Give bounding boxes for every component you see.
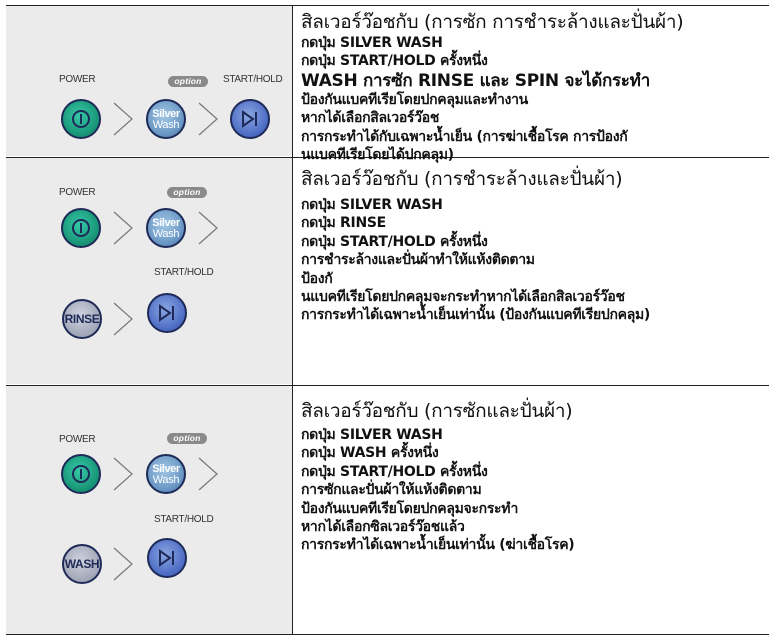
row-3-title: สิลเวอร์ว๊อชกับ (การซักและปั่นผ้า) xyxy=(301,400,573,422)
chevron-right-icon xyxy=(113,457,133,491)
row-2-steps: กดปุ่ม SILVER WASH กดปุ่ม RINSE กดปุ่ม S… xyxy=(301,196,650,325)
start-hold-button[interactable] xyxy=(230,99,270,139)
table-bottom-border xyxy=(6,634,769,635)
silver-wash-button[interactable]: Silver Wash xyxy=(146,454,186,494)
chevron-right-icon xyxy=(198,211,218,245)
step-line: กดปุ่ม SILVER WASH xyxy=(301,197,443,213)
option-badge: option xyxy=(167,433,207,444)
step-line: การกระทำได้กับเฉพาะน้ำเย็น (การฆ่าเชื้อโ… xyxy=(301,128,628,145)
instruction-table: POWER option START/HOLD Silver Wash P xyxy=(6,5,769,635)
row-1-steps: กดปุ่ม SILVER WASH กดปุ่ม START/HOLD ครั… xyxy=(301,34,650,164)
table-top-border xyxy=(6,5,769,6)
row-3-steps: กดปุ่ม SILVER WASH กดปุ่ม WASH ครั้งหนึ่… xyxy=(301,426,575,555)
step-line: นแบคทีเรียโดยปกคลุมจะกระทำหากได้เลือกสิล… xyxy=(301,289,625,306)
start-hold-label: START/HOLD xyxy=(154,514,214,525)
power-button[interactable] xyxy=(61,454,101,494)
power-label: POWER xyxy=(59,74,96,85)
start-hold-button[interactable] xyxy=(147,538,187,578)
silver-wash-label-line1: Silver xyxy=(152,462,180,475)
silver-wash-button[interactable]: Silver Wash xyxy=(146,208,186,248)
start-pause-icon xyxy=(242,110,257,128)
row-3-instructions: สิลเวอร์ว๊อชกับ (การซักและปั่นผ้า) กดปุ่… xyxy=(293,386,769,634)
step-line: กดปุ่ม SILVER WASH xyxy=(301,35,443,51)
start-hold-label: START/HOLD xyxy=(223,74,283,85)
step-line: หากได้เลือกซิลเวอร์ว๊อชแล้ว xyxy=(301,519,465,536)
power-icon xyxy=(72,465,90,483)
power-label: POWER xyxy=(59,187,96,198)
chevron-right-icon xyxy=(113,547,133,581)
option-badge: option xyxy=(168,76,208,87)
step-line: กดปุ่ม START/HOLD ครั้งหนึ่ง xyxy=(301,463,488,480)
step-line: การซักและปั่นผ้าให้แห้งติดตาม xyxy=(301,482,482,499)
step-line: การกระทำได้เฉพาะน้ำเย็นเท่านั้น (ฆ่าเชื้… xyxy=(301,537,575,554)
row-2-title: สิลเวอร์ว๊อชกับ (การชำระล้างและปั่นผ้า) xyxy=(301,168,623,190)
step-line: กดปุ่ม WASH ครั้งหนึ่ง xyxy=(301,445,439,462)
step-line: นแบคทีเรียโดยได้ปกคลุม) xyxy=(301,147,454,164)
step-line: ป้องกันแบคทีเรียโดยปกคลุมจะกระทำ xyxy=(301,500,519,517)
step-line: การชำระล้างและปั่นผ้าทำให้แห้งติดตาม xyxy=(301,252,535,269)
start-hold-label: START/HOLD xyxy=(154,267,214,278)
step-line: ป้องกั xyxy=(301,270,333,287)
wash-button[interactable]: WASH xyxy=(62,544,102,584)
silver-wash-label-line1: Silver xyxy=(152,216,180,229)
row-divider-2 xyxy=(6,385,769,386)
row-3-illustration-panel xyxy=(6,386,292,634)
power-button[interactable] xyxy=(61,99,101,139)
option-badge: option xyxy=(167,187,207,198)
chevron-right-icon xyxy=(113,102,133,136)
chevron-right-icon xyxy=(113,211,133,245)
start-pause-icon xyxy=(159,304,174,322)
silver-wash-label-line2: Wash xyxy=(152,227,180,240)
chevron-right-icon xyxy=(198,102,218,136)
chevron-right-icon xyxy=(113,302,133,336)
step-line: ป้องกันแบคทีเรียโดยปกคลุมและทำงาน xyxy=(301,91,528,108)
start-pause-icon xyxy=(159,549,174,567)
step-line: กดปุ่ม SILVER WASH xyxy=(301,427,443,443)
rinse-button[interactable]: RINSE xyxy=(62,299,102,339)
power-icon xyxy=(72,110,90,128)
step-line: กดปุ่ม START/HOLD ครั้งหนึ่ง xyxy=(301,53,488,70)
power-button[interactable] xyxy=(61,208,101,248)
power-label: POWER xyxy=(59,434,96,445)
silver-wash-label-line2: Wash xyxy=(152,473,180,486)
step-line: WASH การซัก RINSE และ SPIN จะได้กระทำ xyxy=(301,70,651,91)
row-1-title: สิลเวอร์ว๊อชกับ (การซัก การชำระล้างและปั… xyxy=(301,11,684,33)
row-divider-1 xyxy=(6,157,769,158)
silver-wash-label-line1: Silver xyxy=(152,107,180,120)
chevron-right-icon xyxy=(198,457,218,491)
row-2-illustration-panel xyxy=(6,158,292,384)
row-1-instructions: สิลเวอร์ว๊อชกับ (การซัก การชำระล้างและปั… xyxy=(293,6,769,163)
step-line: การกระทำได้เฉพาะน้ำเย็นเท่านั้น (ป้องกัน… xyxy=(301,307,651,324)
start-hold-button[interactable] xyxy=(147,293,187,333)
row-2-instructions: สิลเวอร์ว๊อชกับ (การชำระล้างและปั่นผ้า) … xyxy=(293,158,769,384)
power-icon xyxy=(72,219,90,237)
silver-wash-label-line2: Wash xyxy=(152,118,180,131)
column-divider xyxy=(292,5,293,635)
step-line: กดปุ่ม START/HOLD ครั้งหนึ่ง xyxy=(301,233,488,250)
silver-wash-button[interactable]: Silver Wash xyxy=(146,99,186,139)
step-line: กดปุ่ม RINSE xyxy=(301,215,386,232)
step-line: หากได้เลือกสิลเวอร์ว๊อช xyxy=(301,110,440,127)
